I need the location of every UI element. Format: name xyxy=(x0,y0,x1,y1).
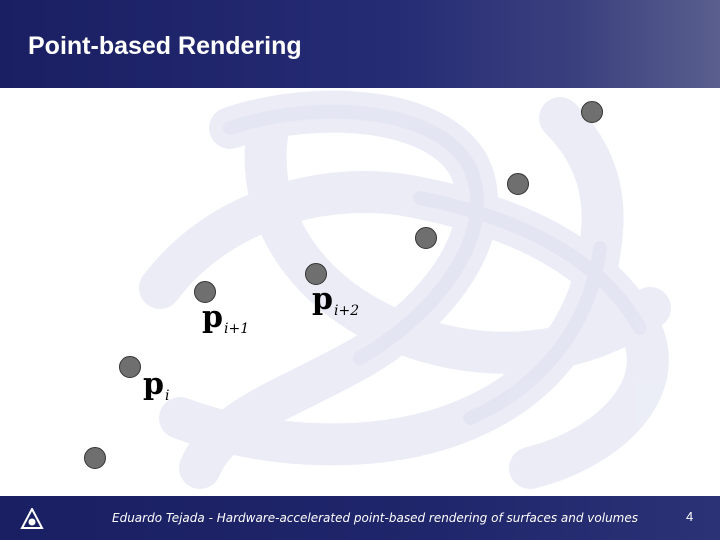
sample-point-i-plus-2 xyxy=(305,263,327,285)
sample-point xyxy=(415,227,437,249)
sample-point xyxy=(581,101,603,123)
footer-caption: Eduardo Tejada - Hardware-accelerated po… xyxy=(112,511,639,525)
point-label-subscript: i+2 xyxy=(333,303,360,319)
sample-point xyxy=(507,173,529,195)
point-label-symbol: p xyxy=(143,367,164,402)
slide-title: Point-based Rendering xyxy=(28,32,302,60)
background-knot-watermark xyxy=(139,90,671,489)
point-label-subscript: i xyxy=(164,388,170,404)
point-label-subscript: i+1 xyxy=(223,321,250,337)
point-label-i: pi xyxy=(143,367,169,404)
slide-content: pi+1 pi+2 pi xyxy=(0,88,720,496)
slide-header: Point-based Rendering xyxy=(0,0,720,88)
slide-footer: Eduardo Tejada - Hardware-accelerated po… xyxy=(0,496,720,540)
point-label-symbol: p xyxy=(202,300,223,335)
university-logo-icon xyxy=(20,508,44,529)
point-label-i-plus-1: pi+1 xyxy=(202,300,249,337)
sample-point-i-plus-1 xyxy=(194,281,216,303)
sample-point xyxy=(84,447,106,469)
point-label-symbol: p xyxy=(312,282,333,317)
sample-point-i xyxy=(119,356,141,378)
point-label-i-plus-2: pi+2 xyxy=(312,282,359,319)
page-number: 4 xyxy=(686,509,694,524)
